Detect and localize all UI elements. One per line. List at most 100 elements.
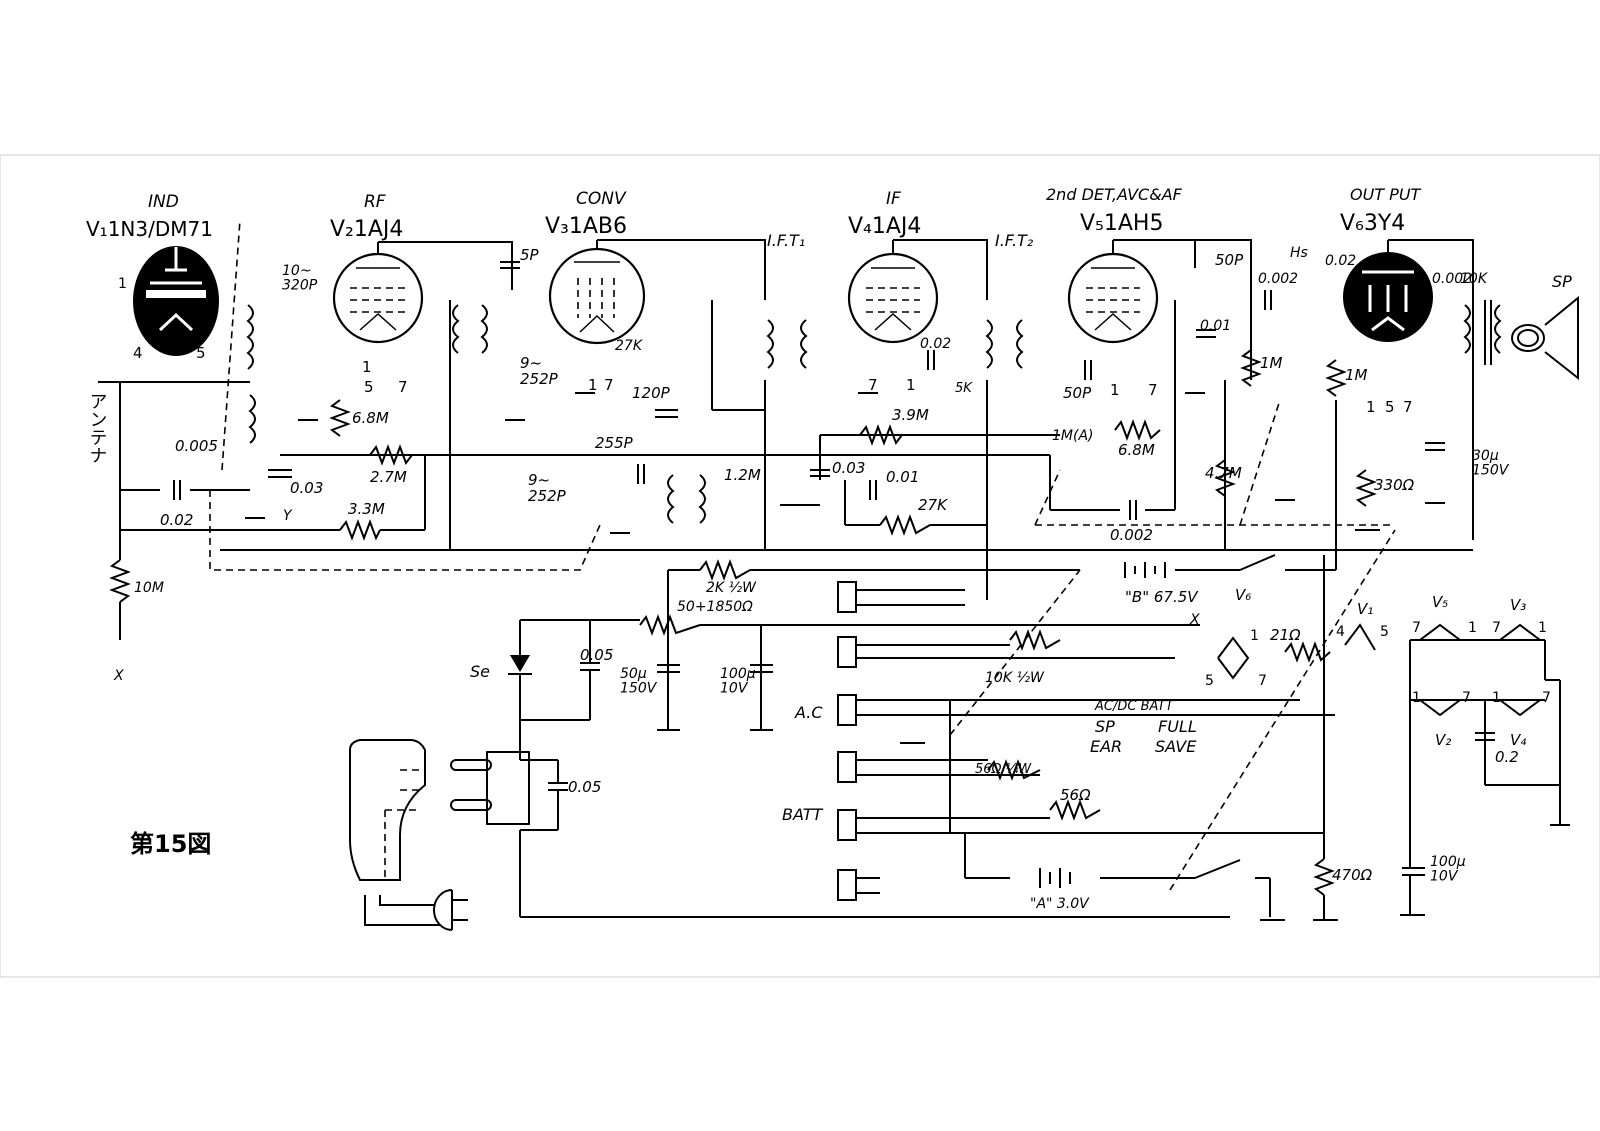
power-plug-icon: [349, 739, 468, 931]
ground-symbols: [245, 392, 1570, 921]
tube-v3-conv: [548, 240, 646, 345]
figure-caption: 第15図: [130, 830, 211, 858]
full-label: FULL: [1158, 717, 1197, 736]
c-003-b-label: 0.03: [832, 459, 865, 477]
r-2k-label: 2K ½W: [706, 580, 757, 596]
r-27k-a-label: 27K: [615, 338, 644, 354]
c-252p-b-label: 9~252P: [528, 471, 567, 505]
heater-v5-label: V₅: [1432, 593, 1448, 611]
pin-v1heater-4: 4: [1336, 624, 1345, 640]
tube-v4-if: [847, 240, 939, 344]
pin-v4heater-7: 7: [1542, 690, 1551, 706]
coils: [246, 300, 1502, 524]
c-02-label: 0.2: [1495, 748, 1519, 766]
r-10m-label: 10M: [134, 580, 164, 596]
r-27m-label: 2.7M: [370, 468, 407, 486]
x-label-2: X: [1189, 612, 1200, 628]
pin-v2-b1: 1: [362, 358, 372, 376]
tube-v1-indicator: [133, 246, 219, 356]
pin-v5heater-7: 7: [1412, 620, 1421, 636]
pin-v3heater-7: 7: [1492, 620, 1501, 636]
gang-links: [209, 219, 1396, 891]
switch-bank: [837, 400, 1561, 920]
batt-label: BATT: [782, 805, 824, 824]
r-68m-b-label: 6.8M: [1118, 441, 1155, 459]
heater-v3-label: V₃: [1510, 596, 1526, 614]
selenium-label: Se: [470, 662, 490, 681]
tube-id-v4: V₄1AJ4: [848, 214, 921, 239]
r-27k-b-label: 27K: [918, 496, 948, 514]
tube-role-v6: OUT PUT: [1350, 185, 1422, 204]
pin-v2-b3: 7: [398, 378, 408, 396]
r-10k-label: 10K: [1460, 271, 1489, 287]
r-33m-label: 3.3M: [348, 500, 385, 518]
tube-role-v3: CONV: [576, 189, 627, 209]
ift2-label: I.F.T₂: [995, 231, 1034, 250]
antenna-label: アンテナ: [87, 392, 108, 464]
pin-v5-b1: 1: [1110, 381, 1120, 399]
pin-v2heater-1: 1: [1412, 690, 1421, 706]
pin-v3-b1: 1: [588, 376, 598, 394]
pin-v2-b2: 5: [364, 378, 374, 396]
tube-v5-detector: [1067, 240, 1159, 344]
heater-v4-label: V₄: [1510, 731, 1526, 749]
signal-buses: [98, 300, 1473, 600]
a-battery-label: "A" 3.0V: [1030, 896, 1090, 912]
c-0005-label: 0.005: [175, 437, 218, 455]
tube-id-v1: V₁1N3/DM71: [86, 217, 213, 241]
r-1m-a-label: 1M(A): [1052, 428, 1094, 444]
sp-label: SP: [1095, 717, 1115, 736]
pin-v4-b2: 1: [906, 376, 916, 394]
c-005-b-label: 0.05: [568, 778, 601, 796]
tube-id-v2: V₂1AJ4: [330, 217, 403, 242]
tube-v6-output: [1343, 240, 1433, 342]
c-002-a-label: 0.02: [160, 511, 193, 529]
pin-v6-b2: 5: [1385, 398, 1395, 416]
pin-v5heater-1: 1: [1468, 620, 1477, 636]
pin-v6heater-5: 5: [1205, 673, 1214, 689]
c-5p-label: 5P: [520, 246, 540, 264]
heater-v6-label: V₆: [1235, 586, 1251, 604]
pin-v6heater-7: 7: [1258, 673, 1267, 689]
c-120p-label: 120P: [632, 384, 671, 402]
c-002-c-label: 0.02: [1325, 253, 1356, 269]
ear-label: EAR: [1090, 737, 1122, 756]
r-470-label: 470Ω: [1332, 866, 1373, 884]
schematic-frame: [0, 154, 1600, 978]
r-10k-half-label: 10K ½W: [985, 670, 1045, 686]
pin-v6-b1: 1: [1366, 398, 1376, 416]
r-50-1850-label: 50+1850Ω: [677, 599, 753, 615]
c-002-b-label: 0.02: [920, 336, 951, 352]
r-47m-label: 4.7M: [1205, 464, 1242, 482]
pin-v3-b2: 7: [604, 376, 614, 394]
y-label: Y: [283, 508, 293, 524]
r-39m-label: 3.9M: [892, 406, 929, 424]
tube-role-v2: RF: [364, 192, 386, 212]
r-21-label: 21Ω: [1270, 626, 1301, 644]
c-252p-a-label: 9~252P: [520, 354, 559, 388]
c-003-a-label: 0.03: [290, 479, 323, 497]
pin-v5-b2: 7: [1148, 381, 1158, 399]
pin-v1-b2: 5: [196, 344, 206, 362]
pin-v1-b1: 4: [133, 344, 143, 362]
r-68m-a-label: 6.8M: [352, 409, 389, 427]
c-320p-label: 10~320P: [282, 263, 318, 294]
b-battery-label: "B" 67.5V: [1125, 588, 1199, 606]
tube-v2-rf: [332, 242, 424, 344]
save-label: SAVE: [1155, 737, 1197, 756]
c-0001-label: 0.01: [1200, 318, 1231, 334]
tube-role-v4: IF: [886, 189, 901, 209]
c-50p-b-label: 50P: [1215, 251, 1244, 269]
pin-v6-b3: 7: [1403, 398, 1413, 416]
r-12m-label: 1.2M: [724, 466, 761, 484]
ift1-label: I.F.T₁: [767, 231, 805, 250]
c-255p-label: 255P: [595, 434, 634, 452]
resistors: [109, 349, 1377, 896]
c-0002-c-label: 0.002: [1432, 271, 1472, 287]
tube-id-v5: V₅1AH5: [1080, 211, 1163, 236]
